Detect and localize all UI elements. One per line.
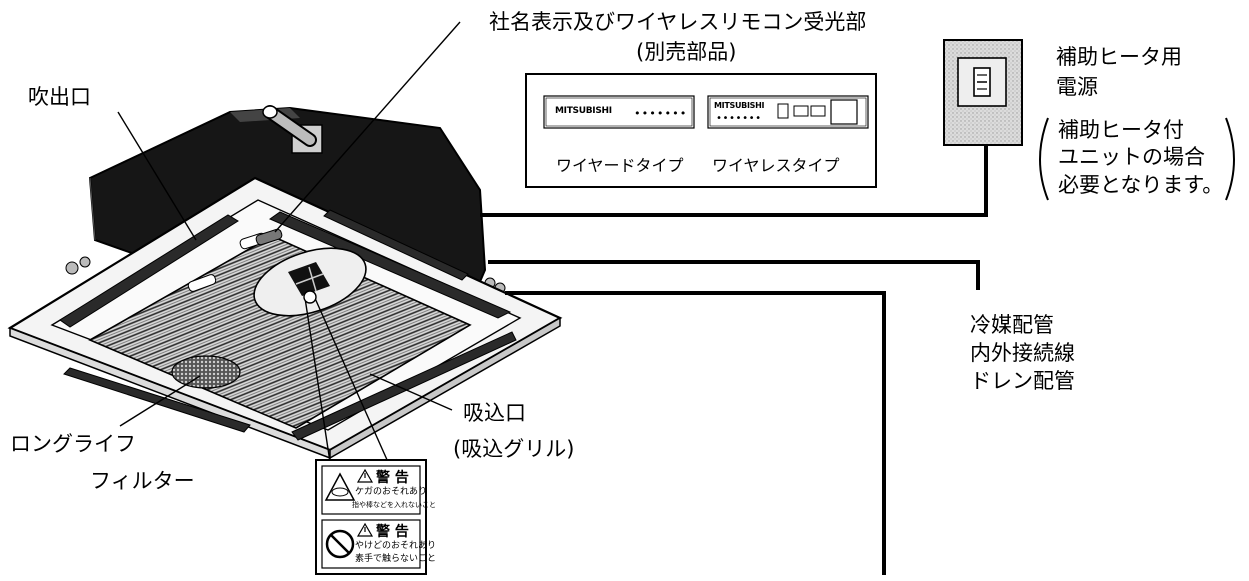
piping-label-line3: ドレン配管 xyxy=(970,369,1075,393)
warning-title-2: 警 告 xyxy=(376,524,409,540)
filter-label-line1: ロングライフ xyxy=(10,432,136,456)
heater-power-box xyxy=(943,39,1023,146)
filter-label-line2: フィルター xyxy=(90,469,195,493)
wireless-type-label: ワイヤレスタイプ xyxy=(712,156,840,175)
svg-text:•••••••: ••••••• xyxy=(634,107,687,120)
warning-text-1b: 指や棒などを入れないこと xyxy=(352,501,436,509)
heater-power-label-line2: 電源 xyxy=(1056,75,1098,99)
outlet-label: 吹出口 xyxy=(28,85,91,109)
heater-note-brackets xyxy=(1039,117,1235,201)
receiver-label-line1: 社名表示及びワイヤレスリモコン受光部 xyxy=(489,10,867,34)
warning-text-2a: やけどのおそれあり xyxy=(355,541,437,551)
heater-note-line1: 補助ヒータ付 xyxy=(1058,118,1184,142)
warning-text-1a: ケガのおそれあり xyxy=(355,487,428,497)
alert-mark-icon xyxy=(356,468,374,537)
inlet-label-line1: 吸込口 xyxy=(463,401,526,425)
inlet-label-line2: (吸込グリル) xyxy=(453,437,575,461)
piping-label-line2: 内外接続線 xyxy=(970,341,1075,365)
receiver-options-box: ••••••• ••••••• xyxy=(525,73,877,188)
receiver-label-line2: (別売部品) xyxy=(636,40,737,64)
warning-leader xyxy=(303,290,389,463)
svg-text:•••••••: ••••••• xyxy=(716,113,762,124)
wired-type-label: ワイヤードタイプ xyxy=(556,156,684,175)
warning-label xyxy=(315,459,427,575)
piping-label-line1: 冷媒配管 xyxy=(970,313,1054,337)
heater-note-line3: 必要となります。 xyxy=(1058,173,1224,197)
leader-lines xyxy=(117,21,461,427)
heater-power-label-line1: 補助ヒータ用 xyxy=(1056,45,1182,69)
brand-wired: MITSUBISHI xyxy=(555,106,612,116)
warning-triangle-icon xyxy=(324,472,356,501)
long-life-filter xyxy=(171,355,241,389)
warning-text-2b: 素手で触らないこと xyxy=(355,554,437,564)
receiver-window xyxy=(288,262,330,296)
prohibit-icon xyxy=(325,529,355,559)
warning-title-1: 警 告 xyxy=(376,470,409,486)
heater-note-line2: ユニットの場合 xyxy=(1058,145,1205,169)
brand-wireless: MITSUBISHI xyxy=(714,101,765,110)
connection-lines xyxy=(480,145,988,575)
pipe-connector xyxy=(262,105,323,154)
